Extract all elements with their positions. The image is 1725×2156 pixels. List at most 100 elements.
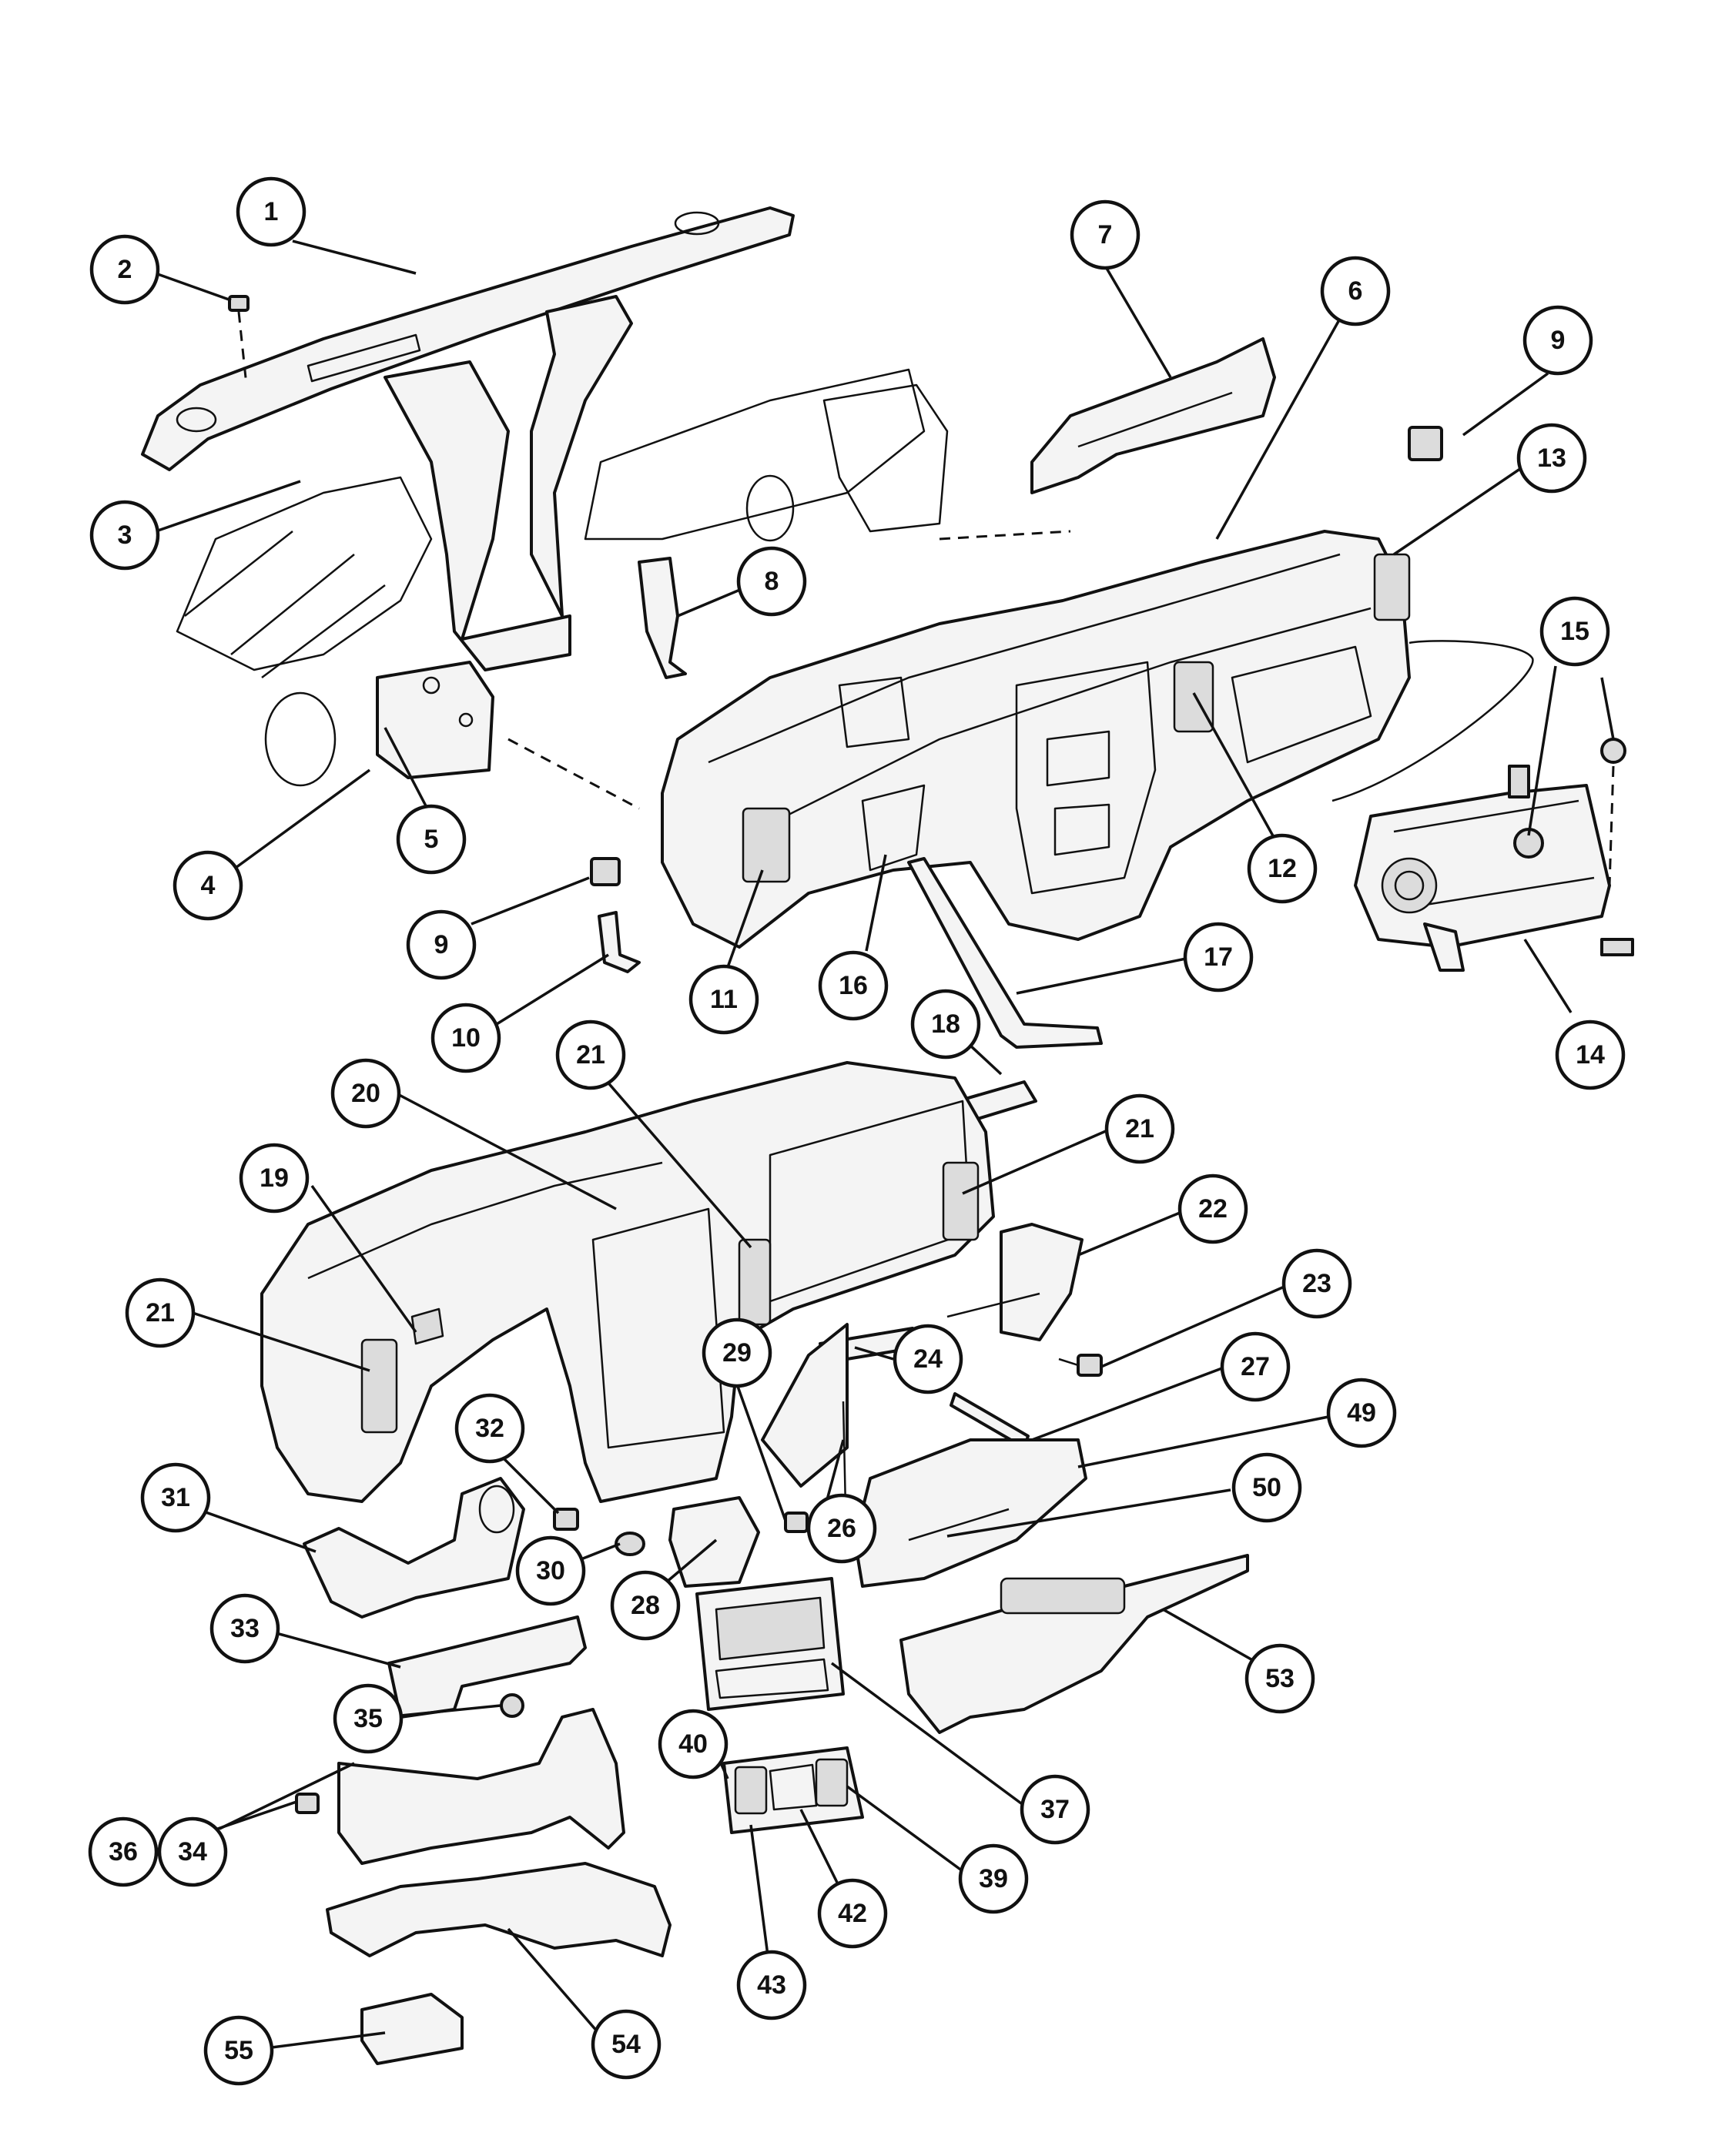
part-artwork <box>141 206 1634 2065</box>
callout: 28 <box>610 1570 681 1641</box>
part-bracket-10 <box>598 911 641 973</box>
callout: 34 <box>157 1816 228 1887</box>
callout: 15 <box>1539 596 1610 667</box>
callout: 9 <box>1522 305 1593 376</box>
callout-label: 21 <box>146 1298 175 1327</box>
part-instrument-support <box>661 530 1411 949</box>
callout-label: 34 <box>178 1837 207 1866</box>
callout: 49 <box>1326 1378 1397 1448</box>
part-glove-box <box>853 1438 1087 1588</box>
callout: 1 <box>236 176 306 247</box>
callout: 21 <box>1104 1093 1175 1164</box>
callout: 4 <box>172 850 243 921</box>
part-bracket-4 <box>376 661 494 779</box>
callout-label: 28 <box>631 1591 660 1620</box>
callout-label: 50 <box>1252 1473 1281 1502</box>
callout: 32 <box>454 1393 525 1464</box>
part-reinforcement-7 <box>1030 337 1276 494</box>
callout: 30 <box>515 1535 586 1606</box>
part-nut-9-upper <box>1408 426 1443 461</box>
callout: 19 <box>239 1143 310 1214</box>
callout: 20 <box>330 1058 401 1129</box>
callout: 40 <box>658 1709 729 1779</box>
callout-label: 5 <box>424 825 439 854</box>
part-rod-26 <box>842 1401 847 1510</box>
part-strap-17 <box>907 857 1103 1049</box>
part-duct-31 <box>303 1477 525 1619</box>
callout-label: 7 <box>1098 220 1113 249</box>
callout: 22 <box>1177 1173 1248 1244</box>
callout: 12 <box>1247 833 1318 904</box>
callout-label: 31 <box>161 1483 190 1512</box>
callout-label: 33 <box>230 1614 260 1643</box>
callout-label: 24 <box>913 1344 943 1374</box>
callout-label: 22 <box>1198 1194 1228 1224</box>
part-instrument-panel-base <box>260 1061 995 1503</box>
callout-label: 35 <box>353 1704 383 1733</box>
callout: 7 <box>1070 199 1141 270</box>
callout: 2 <box>89 234 160 305</box>
callout: 36 <box>88 1816 159 1887</box>
callout-label: 8 <box>765 567 779 596</box>
part-nut-9-lower <box>590 857 621 886</box>
callout-label: 32 <box>475 1414 504 1443</box>
part-bracket-22 <box>1000 1223 1084 1341</box>
callout: 39 <box>958 1843 1029 1914</box>
callout: 35 <box>333 1683 404 1754</box>
callout-label: 29 <box>722 1338 752 1368</box>
callout: 14 <box>1555 1019 1626 1090</box>
callout-label: 13 <box>1537 444 1566 473</box>
callout-label: 30 <box>536 1556 565 1585</box>
callout-label: 18 <box>931 1009 960 1039</box>
callout: 21 <box>555 1019 626 1090</box>
callout-label: 40 <box>678 1729 708 1759</box>
part-lower-cover-54 <box>326 1862 672 1957</box>
callout: 24 <box>893 1324 963 1394</box>
callout-label: 37 <box>1040 1795 1070 1824</box>
callout: 37 <box>1020 1774 1090 1845</box>
part-bolt-35 <box>500 1693 524 1718</box>
callout-label: 17 <box>1204 942 1233 972</box>
callout: 43 <box>736 1950 807 2020</box>
callout: 13 <box>1516 423 1587 494</box>
callout-label: 27 <box>1241 1352 1270 1381</box>
callout-label: 26 <box>827 1514 856 1543</box>
callout-label: 19 <box>260 1163 289 1193</box>
callout-label: 9 <box>1551 326 1566 355</box>
part-bolt-36 <box>295 1793 320 1814</box>
callout: 54 <box>591 2009 662 2080</box>
callout: 31 <box>140 1462 211 1533</box>
part-bolt-29 <box>784 1512 809 1533</box>
callout: 27 <box>1220 1331 1291 1402</box>
callout: 23 <box>1281 1248 1352 1319</box>
callout-label: 15 <box>1560 617 1589 646</box>
callout: 42 <box>817 1878 888 1949</box>
callout-label: 4 <box>201 871 216 900</box>
part-clip-2 <box>228 295 250 312</box>
callout-label: 55 <box>224 2036 253 2065</box>
callout-label: 16 <box>839 971 868 1000</box>
callout-label: 6 <box>1348 276 1363 306</box>
callout-label: 14 <box>1576 1040 1605 1070</box>
part-knee-bolster <box>337 1708 625 1865</box>
callout-label: 10 <box>451 1023 481 1053</box>
callout-label: 54 <box>611 2030 641 2059</box>
callout-label: 43 <box>757 1970 786 2000</box>
callout: 17 <box>1183 922 1254 993</box>
part-cover-33 <box>387 1615 587 1719</box>
callout: 9 <box>406 909 477 980</box>
part-defrost-duct <box>384 360 571 671</box>
callout: 10 <box>430 1003 501 1073</box>
callout-label: 3 <box>118 521 132 550</box>
callout-label: 20 <box>351 1079 380 1108</box>
part-defroster-cover <box>141 206 795 471</box>
callout-label: 36 <box>109 1837 138 1866</box>
callout: 29 <box>702 1317 772 1388</box>
callout-label: 21 <box>576 1040 605 1070</box>
part-bracket-8 <box>638 557 687 679</box>
callout-label: 12 <box>1268 854 1297 883</box>
callout-label: 1 <box>264 197 279 226</box>
callout: 16 <box>818 950 889 1021</box>
part-screw-23 <box>1077 1354 1103 1377</box>
